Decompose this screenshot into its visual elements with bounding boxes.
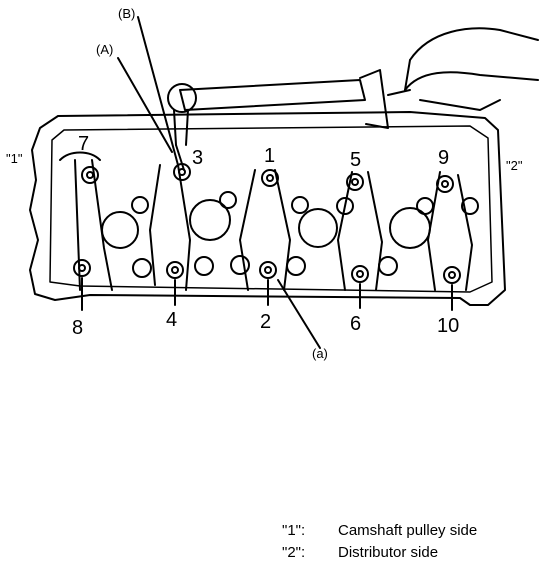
bolt-number-10: 10 [437,315,459,337]
bolt-9 [436,175,454,193]
hand-illustration [404,27,539,111]
legend-text-2: Distributor side [338,544,439,561]
leader-A [117,57,173,153]
bolt-6 [351,265,369,283]
rocker-chamber-2 [132,164,237,291]
leader-B [137,16,179,166]
legend-text-1: Camshaft pulley side [338,522,478,539]
bolt-8 [73,259,91,277]
legend-key-2: "2": [282,544,306,561]
rocker-chamber-1 [59,151,149,291]
bolt-10 [443,266,461,284]
torque-wrench [167,69,411,171]
head-inner-outline [49,125,493,293]
bolt-4 [166,261,184,279]
legend: "1": Camshaft pulley side "2": Distribut… [282,520,477,564]
rocker-chamber-3 [230,169,338,291]
label-B: (B) [118,6,135,21]
rocker-chamber-5 [427,171,479,291]
bolt-number-4: 4 [166,309,177,331]
bolt-number-5: 5 [350,149,361,171]
label-a: (a) [312,346,328,361]
legend-row-2: "2": Distributor side [282,542,477,564]
leader-a [277,279,321,349]
bolt-number-7: 7 [78,133,89,155]
bolt-number-6: 6 [350,313,361,335]
legend-key-1: "1": [282,522,306,539]
label-side-2: "2" [506,158,523,173]
label-A: (A) [96,42,113,57]
bolt-7 [81,166,99,184]
bolt-2 [259,261,277,279]
bolt-number-1: 1 [264,145,275,167]
bolt-number-8: 8 [72,317,83,339]
legend-row-1: "1": Camshaft pulley side [282,520,477,542]
rocker-chamber-4 [336,171,434,291]
bolt-number-3: 3 [192,147,203,169]
head-outline [29,111,506,306]
bolt-1 [261,169,279,187]
bolt-number-2: 2 [260,311,271,333]
bolt-5 [346,173,364,191]
bolt-number-9: 9 [438,147,449,169]
label-side-1: "1" [6,151,23,166]
